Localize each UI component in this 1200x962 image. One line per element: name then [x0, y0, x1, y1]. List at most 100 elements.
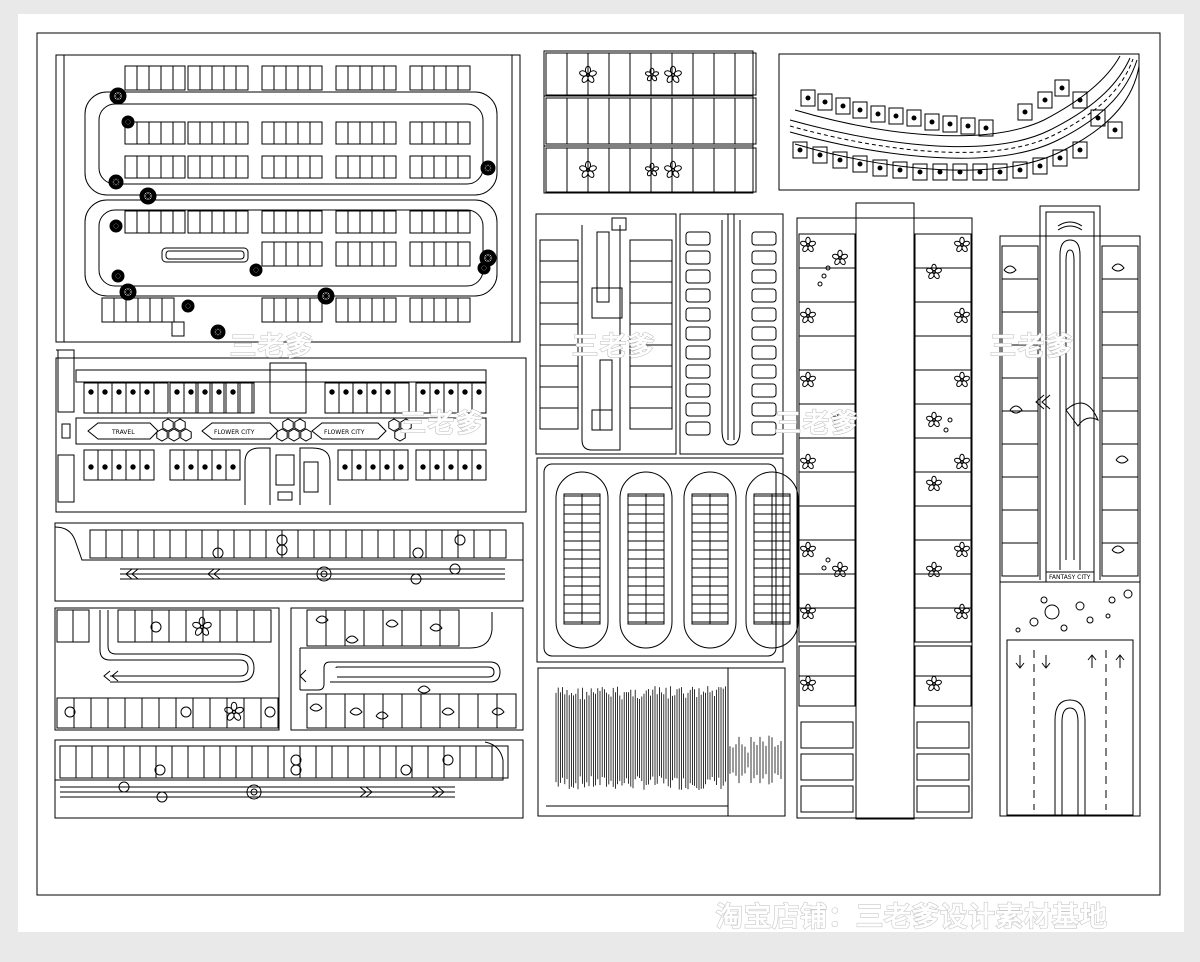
stepping-stone	[825, 265, 831, 271]
stall-row	[59, 745, 509, 779]
stall-row	[169, 449, 241, 481]
bike-stall	[800, 721, 854, 749]
stall-marker	[216, 464, 222, 470]
stall-row	[409, 210, 471, 234]
bubble	[1029, 617, 1039, 627]
stall-row	[335, 121, 397, 145]
flower-center	[838, 568, 842, 572]
flower-center	[960, 548, 964, 552]
panel-vertical-lot-b	[679, 213, 784, 455]
footer-watermark: 淘宝店铺：三老爹设计素材基地	[716, 901, 1108, 933]
flower-icon	[832, 249, 848, 266]
flower-center	[932, 682, 936, 686]
tree-spoke	[113, 89, 119, 97]
panel-lower-loop-a	[54, 607, 280, 731]
panel-stadium-loops	[536, 457, 799, 663]
stall-row	[124, 155, 186, 179]
tree-spoke	[117, 91, 125, 97]
stepping-stone	[947, 417, 953, 423]
stall-row-outline	[409, 241, 471, 267]
flower-icon	[664, 65, 682, 83]
stall-column	[539, 239, 579, 430]
capsule-stall	[751, 402, 777, 417]
dolphin-icon	[417, 685, 431, 694]
flower-center	[806, 243, 810, 247]
stall-marker	[965, 123, 971, 129]
flower-center	[585, 72, 591, 78]
tree-spoke	[325, 295, 331, 303]
drawing-sheet	[18, 14, 1184, 932]
tree-spoke	[141, 195, 149, 201]
stall-row-outline	[261, 241, 323, 267]
bubble	[1108, 596, 1116, 604]
curved-stall	[892, 161, 908, 179]
flower-icon	[926, 263, 942, 280]
flower-icon	[926, 411, 942, 428]
stall-row	[415, 382, 487, 414]
stall-marker	[454, 534, 466, 546]
curved-stall	[1037, 91, 1053, 109]
panel-patterned-stalls	[543, 50, 757, 194]
tree-spoke	[112, 181, 117, 189]
hexagon-tile	[162, 418, 174, 432]
panel-flower-column	[796, 202, 973, 820]
stall-marker	[897, 167, 903, 173]
flower-icon	[644, 162, 660, 177]
tree-spoke	[211, 328, 219, 333]
tree-spoke	[487, 167, 495, 172]
flower-center	[932, 568, 936, 572]
curved-stall	[942, 115, 958, 133]
flower-icon	[954, 307, 970, 324]
flower-center	[806, 314, 810, 318]
tree-spoke	[325, 295, 333, 301]
tree-spoke	[214, 331, 219, 339]
stall-row-outline	[187, 121, 249, 145]
hexagon-tile	[288, 428, 300, 442]
flower-center	[231, 709, 237, 715]
stall-marker	[1042, 97, 1048, 103]
stall-row-outline	[306, 693, 517, 729]
panel-hatch-texture	[537, 667, 786, 817]
tree-spoke	[112, 175, 117, 183]
flower-center	[650, 168, 654, 172]
stepping-stone	[825, 557, 831, 563]
panel-arrow-strip-upper	[54, 522, 524, 602]
flower-icon	[224, 701, 244, 721]
stall-row	[101, 297, 175, 323]
curved-stall	[992, 163, 1008, 181]
flower-petal	[666, 170, 674, 178]
flower-petal	[230, 701, 238, 712]
stall-marker	[462, 389, 468, 395]
tree-icon	[109, 87, 127, 105]
flower-petal	[192, 621, 202, 629]
hexagon-tile	[180, 428, 192, 442]
tree-spoke	[211, 331, 219, 336]
tree-spoke	[147, 195, 155, 201]
tree-spoke	[481, 164, 489, 169]
stall-row	[409, 65, 471, 91]
stall-marker	[1112, 127, 1118, 133]
flower-center	[670, 72, 676, 78]
tree-spoke	[147, 189, 153, 197]
stall-row	[409, 155, 471, 179]
stall-marker	[384, 464, 390, 470]
stall-marker	[116, 389, 122, 395]
tree-spoke	[127, 287, 135, 293]
curved-stall	[1107, 121, 1123, 139]
bubble	[1060, 624, 1068, 632]
stall-row	[409, 121, 471, 145]
dolphin-icon	[1111, 545, 1125, 554]
stall-row-outline	[409, 65, 471, 91]
flower-city-sign-2-label: FLOWER CITY	[324, 429, 365, 436]
stall-row-outline	[261, 155, 323, 179]
hexagon-tile	[388, 418, 400, 432]
tree-spoke	[117, 272, 124, 277]
stall-marker	[180, 706, 192, 718]
tree-icon	[477, 261, 491, 275]
arrow-icon	[299, 669, 307, 683]
curved-stall	[952, 163, 968, 181]
stall-marker	[840, 103, 846, 109]
curved-stall	[852, 155, 868, 173]
stall-marker	[857, 107, 863, 113]
flower-icon	[832, 561, 848, 578]
